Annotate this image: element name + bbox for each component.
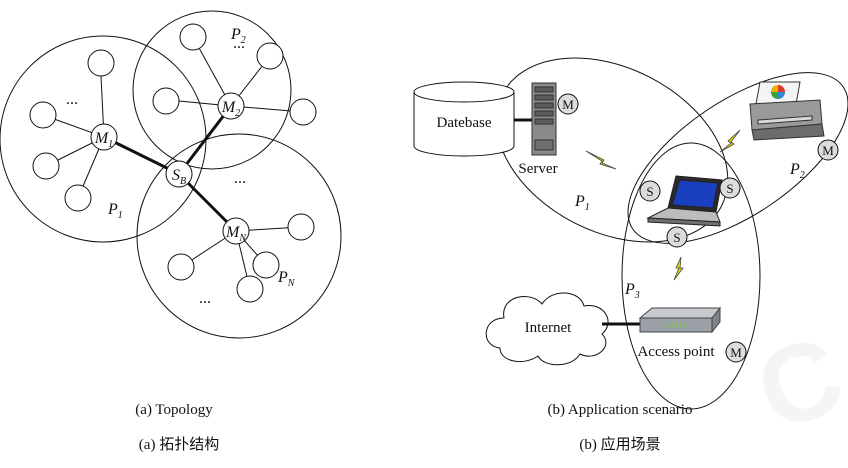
wireless-link-icon xyxy=(673,256,684,281)
slave-role-label: S xyxy=(673,230,680,245)
printer-icon xyxy=(749,81,825,141)
caption-b-chinese: (b) 应用场景 xyxy=(579,437,661,453)
group-label-p3: P3 xyxy=(624,281,640,301)
slave-node xyxy=(167,253,195,281)
ellipsis-center: ... xyxy=(234,170,246,187)
database-icon xyxy=(413,81,515,157)
master-role-circle xyxy=(817,139,839,161)
slave-node xyxy=(252,251,280,279)
piconet-p2-circle xyxy=(132,10,292,170)
slave-role-label: S xyxy=(646,184,653,199)
slave-node xyxy=(179,23,207,51)
piconet-p3-ellipse xyxy=(621,142,761,410)
slave-node xyxy=(289,98,317,126)
access-point-label: Access point xyxy=(637,344,715,360)
master-node-m2 xyxy=(217,92,245,120)
master-node-m1 xyxy=(90,123,118,151)
group-label-pn: PN xyxy=(277,269,296,289)
slave-role-circle xyxy=(639,180,661,202)
slave-node xyxy=(152,87,180,115)
internet-label: Internet xyxy=(525,320,572,336)
server-label: Server xyxy=(518,161,557,177)
group-label-p1: P1 xyxy=(107,201,123,221)
slave-node xyxy=(256,42,284,70)
ellipsis-pn: ... xyxy=(199,290,211,307)
master-role-circle xyxy=(557,93,579,115)
ellipsis-p1: ... xyxy=(66,91,78,108)
master-role-label: M xyxy=(562,97,574,112)
master-role-label: M xyxy=(730,345,742,360)
topology-labels: M1 M2 MN SB P1 P2 PN ... ... ... ... xyxy=(66,26,296,307)
slave-node xyxy=(287,213,315,241)
cloud-icon xyxy=(485,292,609,366)
laptop-icon xyxy=(646,175,723,227)
database-label: Datebase xyxy=(437,115,492,131)
caption-a-chinese: (a) 拓扑结构 xyxy=(138,437,220,453)
slave-node xyxy=(32,152,60,180)
caption-b-english: (b) Application scenario xyxy=(547,402,693,418)
scenario-diagram xyxy=(413,57,848,410)
group-label-p2: P2 xyxy=(789,161,805,181)
slave-node xyxy=(87,49,115,77)
topology-diagram xyxy=(0,10,342,339)
master-node-mn xyxy=(222,217,250,245)
slave-role-label: S xyxy=(726,181,733,196)
server-icon xyxy=(531,82,557,156)
piconet-pn-circle xyxy=(136,133,342,339)
bridge-node-sb xyxy=(165,160,193,188)
ellipsis-p2: ... xyxy=(233,35,245,52)
caption-a-english: (a) Topology xyxy=(135,402,213,418)
slave-node xyxy=(236,275,264,303)
wireless-link-icon xyxy=(719,129,741,153)
access-point-icon xyxy=(638,306,722,334)
master-role-circle xyxy=(725,341,747,363)
group-label-p1: P1 xyxy=(574,193,590,213)
master-role-label: M xyxy=(822,143,834,158)
slave-role-circle xyxy=(719,177,741,199)
slave-role-circle xyxy=(666,226,688,248)
wireless-link-icon xyxy=(585,150,617,170)
piconet-p2-ellipse xyxy=(627,72,848,244)
slave-node xyxy=(64,184,92,212)
slave-node xyxy=(29,101,57,129)
